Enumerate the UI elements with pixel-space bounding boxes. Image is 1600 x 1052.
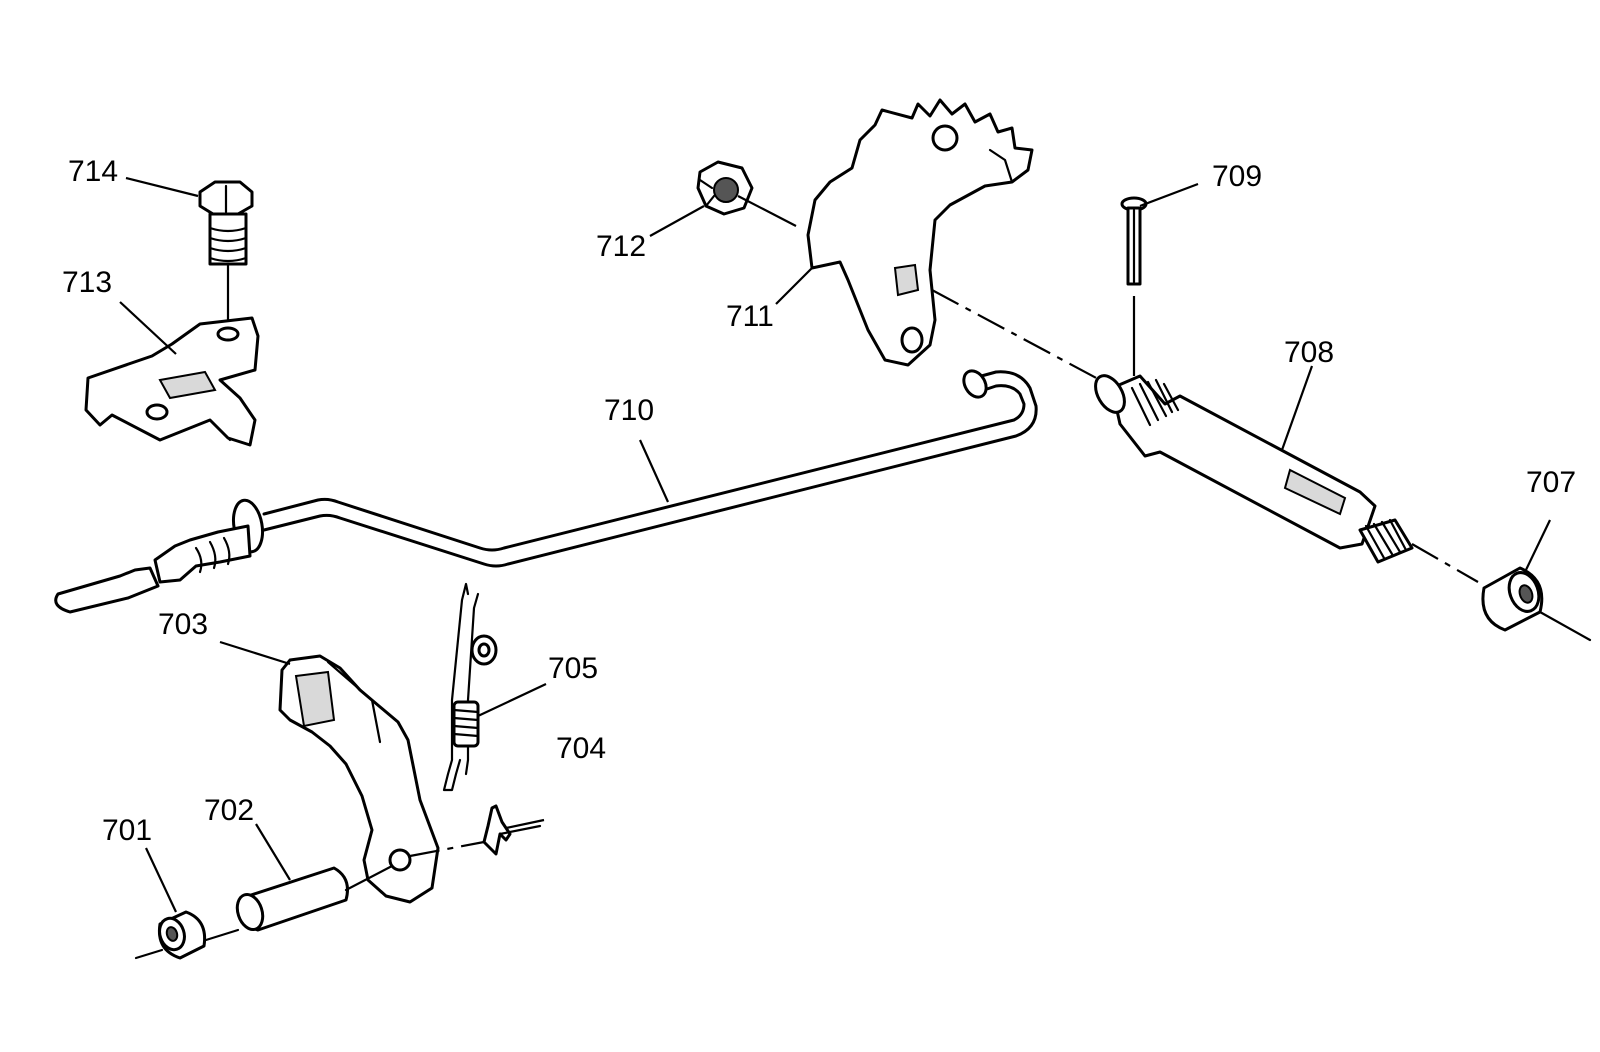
- callout-712: 712: [596, 230, 646, 263]
- part-714-bolt: [198, 180, 254, 330]
- callout-709: 709: [1212, 160, 1262, 193]
- callout-705: 705: [548, 652, 598, 685]
- part-711-sector-plate: [806, 98, 1034, 367]
- callout-labels: 714 713 712 711 709 708 707 710 703 705 …: [62, 155, 1576, 847]
- callout-703: 703: [158, 608, 208, 641]
- part-701-bushing: [157, 910, 207, 960]
- callout-704: 704: [556, 732, 606, 765]
- part-713-bracket: [84, 316, 260, 447]
- callout-713: 713: [62, 266, 112, 299]
- part-707-bushing: [1481, 566, 1544, 632]
- assembly-centerlines: [134, 289, 1592, 960]
- part-705-spring: [442, 582, 498, 792]
- part-709-pin: [1120, 196, 1148, 376]
- part-710-rod: [54, 369, 1038, 614]
- callout-710: 710: [604, 394, 654, 427]
- part-703-lever: [278, 654, 440, 904]
- part-708-shaft: [1094, 374, 1414, 564]
- callout-711: 711: [726, 300, 774, 333]
- part-704-clip: [482, 804, 545, 856]
- part-702-sleeve: [235, 866, 349, 932]
- callout-701: 701: [102, 814, 152, 847]
- callout-707: 707: [1526, 466, 1576, 499]
- callout-708: 708: [1284, 336, 1334, 369]
- callout-702: 702: [204, 794, 254, 827]
- callout-leaders: [119, 176, 1551, 913]
- part-712-nut: [696, 160, 797, 227]
- callout-714: 714: [68, 155, 118, 188]
